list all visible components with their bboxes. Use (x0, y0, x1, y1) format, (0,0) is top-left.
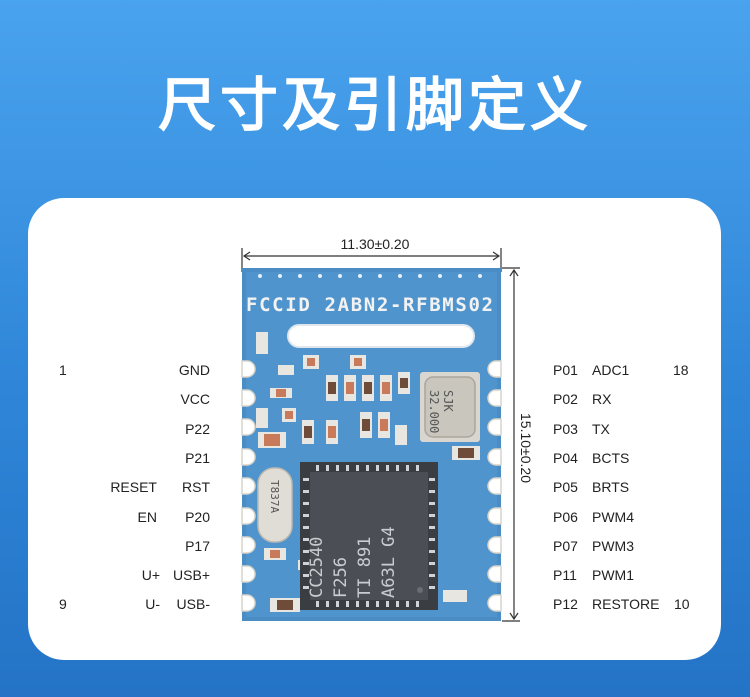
antenna-slot (287, 324, 475, 348)
pin-func-adc1: ADC1 (592, 362, 630, 378)
fcc-id-text: FCCID 2ABN2-RFBMS02 (246, 294, 494, 316)
pin-name-gnd: GND (178, 362, 210, 378)
pin-name-rst: RST (182, 479, 210, 495)
chip-line-3: TI 891 (355, 537, 375, 598)
pin-func-bcts: BCTS (592, 450, 630, 466)
pin-func-brts: BRTS (592, 479, 630, 495)
pin-name-p17: P17 (185, 538, 210, 554)
pin-port-p03: P03 (553, 421, 578, 437)
pin-number-1: 1 (59, 362, 67, 378)
pin-port-p02: P02 (553, 391, 578, 407)
pin-func-pwm1: PWM1 (592, 567, 634, 583)
svg-text:T837A: T837A (268, 480, 281, 513)
crystal-oscillator: SJK 32.000 (420, 372, 480, 442)
crystal-label-2: 32.000 (427, 390, 441, 433)
pin-number-18: 18 (673, 362, 689, 378)
pin-port-p11: P11 (553, 567, 577, 583)
page-title: 尺寸及引脚定义 (157, 71, 592, 139)
pin-port-p01: P01 (553, 362, 578, 378)
pin-port-p07: P07 (553, 538, 578, 554)
pin-alt-reset: RESET (110, 479, 157, 495)
pin-name-usbminus: USB- (176, 596, 210, 612)
pin-alt-uplus: U+ (141, 567, 160, 583)
left-castellated-pads (241, 360, 256, 612)
chip-line-2: F256 (331, 557, 351, 598)
top-dots (258, 274, 482, 278)
pin-func-restore: RESTORE (592, 596, 660, 612)
pin-port-p04: P04 (553, 450, 578, 466)
pin-port-p06: P06 (553, 509, 578, 525)
pin-func-tx: TX (592, 421, 610, 437)
chip-line-4: A63L G4 (379, 526, 399, 598)
main-chip: CC2540 F256 TI 891 A63L G4 (300, 462, 438, 610)
smd-components (256, 332, 480, 612)
height-dimension-line (502, 267, 520, 622)
pin-number-9: 9 (59, 596, 67, 612)
pin-port-p05: P05 (553, 479, 578, 495)
pin-func-pwm4: PWM4 (592, 509, 634, 525)
pin-name-usbplus: USB+ (173, 567, 210, 583)
pin-port-p12: P12 (553, 596, 578, 612)
pin-alt-uminus: U- (145, 596, 160, 612)
width-dimension-label: 11.30±0.20 (340, 236, 410, 252)
pin-name-p22: P22 (185, 421, 210, 437)
pin-name-vcc: VCC (180, 391, 210, 407)
pin-name-p21: P21 (185, 450, 210, 466)
pin-number-10: 10 (674, 596, 690, 612)
pin-func-pwm3: PWM3 (592, 538, 634, 554)
pin-func-rx: RX (592, 391, 612, 407)
crystal-label-1: SJK (441, 390, 455, 412)
pin-name-p20: P20 (185, 509, 210, 525)
right-castellated-pads (487, 360, 502, 612)
pin-alt-en: EN (137, 509, 157, 525)
chip-line-1: CC2540 (307, 537, 327, 598)
small-crystal: T837A (257, 467, 293, 543)
